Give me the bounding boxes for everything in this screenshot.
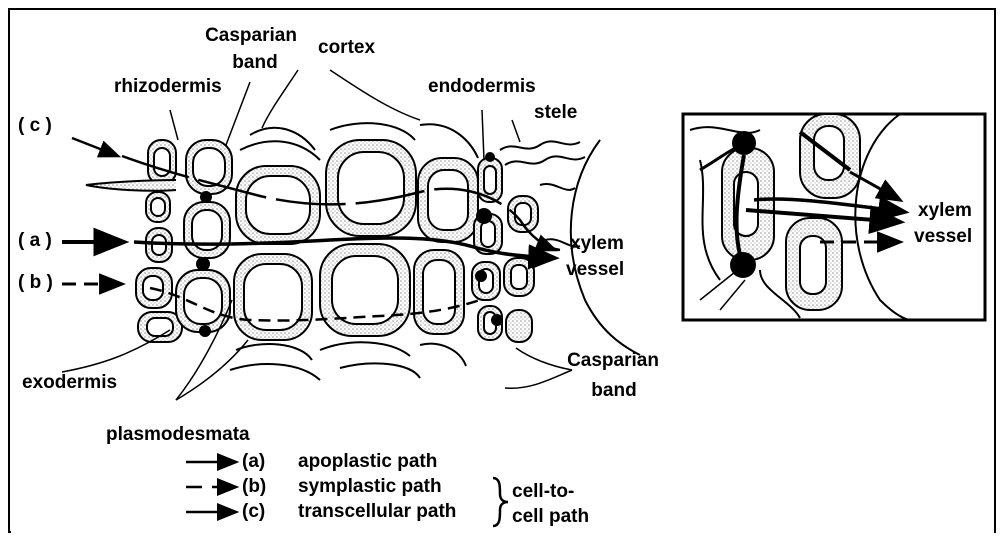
legend-c-marker: (c) (242, 501, 265, 523)
label-marker-b: ( b ) (18, 272, 53, 293)
label-exodermis: exodermis (22, 372, 117, 393)
legend-b-marker: (b) (242, 476, 266, 498)
transcellular-path-line (72, 138, 118, 156)
label-casparian-band-top-line2: band (225, 52, 285, 73)
label-marker-c: ( c ) (18, 115, 52, 136)
legend-group-line2: cell path (512, 506, 589, 528)
legend-brace (493, 478, 508, 526)
label-casparian-band-bottom-line2: band (584, 380, 644, 401)
legend-c-text: transcellular path (298, 501, 456, 523)
label-stele: stele (534, 102, 577, 123)
label-inset-xylem: xylem (918, 200, 972, 221)
label-plasmodesmata: plasmodesmata (106, 424, 250, 445)
label-marker-a: ( a ) (18, 230, 52, 251)
label-casparian-band-top-line1: Casparian (198, 25, 304, 46)
label-inset-vessel: vessel (914, 226, 972, 247)
cortex-cells (230, 123, 478, 380)
legend-b-text: symplastic path (298, 476, 442, 498)
label-rhizodermis: rhizodermis (114, 76, 222, 97)
exodermis-cells (176, 140, 232, 332)
label-cortex: cortex (318, 37, 375, 58)
legend-a-text: apoplastic path (298, 451, 437, 473)
label-xylem: xylem (570, 233, 624, 254)
label-vessel: vessel (566, 259, 624, 280)
label-casparian-band-bottom-line1: Casparian (560, 350, 666, 371)
label-endodermis: endodermis (428, 76, 536, 97)
tissue-section (86, 123, 640, 380)
legend-group-line1: cell-to- (512, 481, 574, 503)
legend-a-marker: (a) (242, 451, 265, 473)
